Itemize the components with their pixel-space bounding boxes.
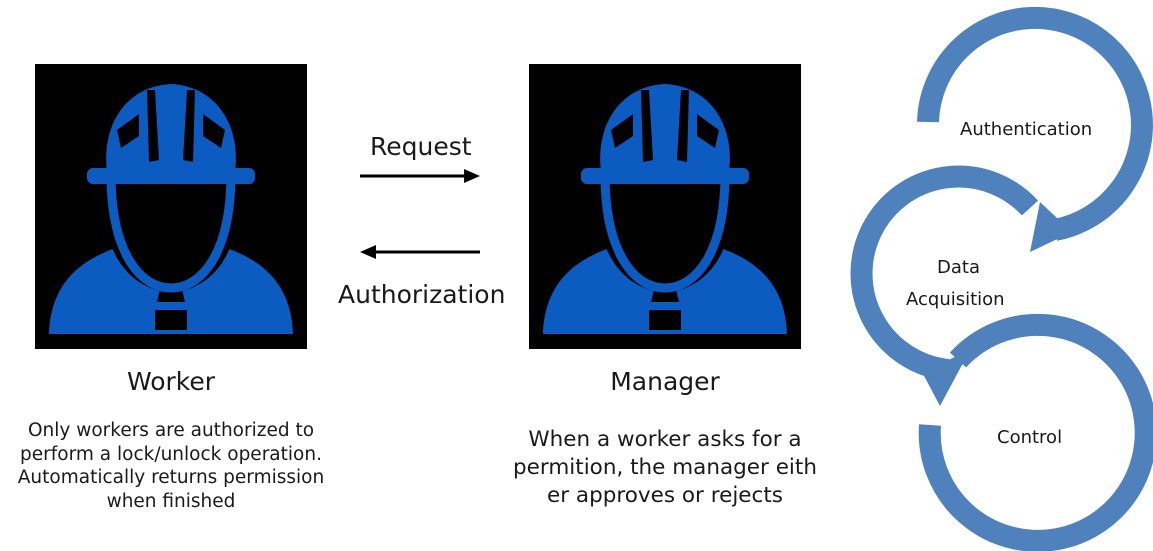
manager-label: Manager — [610, 367, 720, 396]
data-label: Data — [937, 257, 980, 278]
manager-description-line: permition, the manager eith — [513, 454, 817, 480]
authorization-arrow — [360, 245, 480, 259]
authentication-arrowhead — [1030, 202, 1072, 252]
process-cycle — [850, 6, 1153, 551]
authentication-label: Authentication — [960, 119, 1093, 140]
manager-description-line: When a worker asks for a — [528, 427, 802, 452]
manager-description-line: er approves or rejects — [547, 482, 783, 508]
worker-description: Only workers are authorized to perform a… — [0, 419, 342, 514]
data-acquisition-arc — [850, 165, 1039, 381]
manager-tile — [529, 64, 801, 349]
manager-description: When a worker asks for a permition, the … — [510, 426, 820, 510]
acquisition-label: Acquisition — [906, 289, 1005, 310]
control-label: Control — [997, 427, 1063, 448]
authorization-label: Authorization — [338, 280, 506, 309]
worker-description-line: Only workers are authorized to — [27, 420, 315, 441]
worker-description-line: when finished — [106, 491, 236, 513]
control-arc — [918, 313, 1153, 551]
worker-label: Worker — [126, 367, 216, 396]
request-label: Request — [370, 132, 472, 161]
authentication-arc — [917, 6, 1153, 241]
request-arrow — [360, 169, 480, 183]
worker-hardhat-icon — [35, 64, 307, 349]
manager-hardhat-icon — [529, 64, 801, 349]
worker-tile — [35, 64, 307, 349]
worker-description-line: Automatically returns permission — [17, 467, 325, 489]
data-acquisition-arrowhead — [922, 350, 970, 406]
worker-description-line: perform a lock/unlock operation. — [20, 443, 322, 465]
